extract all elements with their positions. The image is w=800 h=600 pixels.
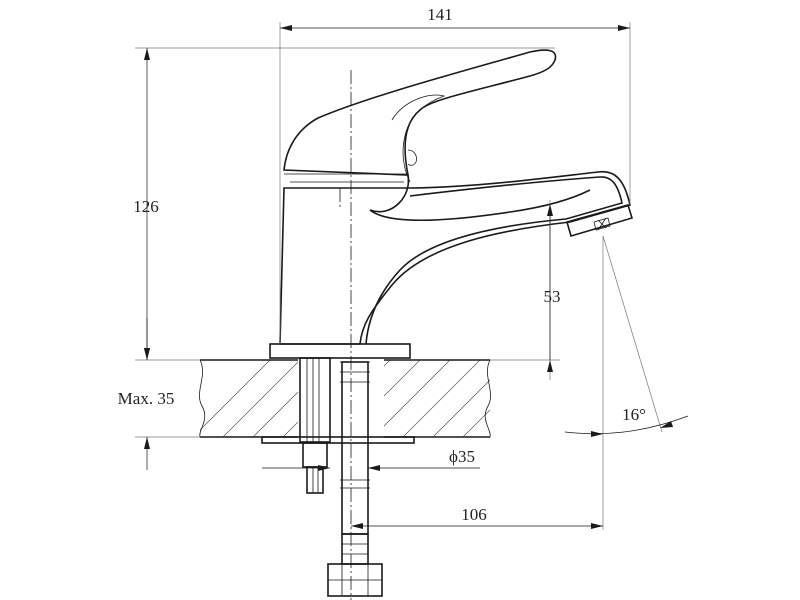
dimension-106: 106	[351, 505, 603, 529]
flexible-hose	[327, 361, 383, 597]
faucet-handle	[283, 49, 591, 221]
countertop-section	[199, 359, 491, 438]
dimension-141-label: 141	[427, 5, 453, 24]
base-flange	[269, 343, 411, 359]
dimension-diameter-35: ϕ35	[262, 447, 480, 471]
dimension-126-label: 126	[133, 197, 159, 216]
mounting-stud	[261, 357, 415, 494]
dimension-106-label: 106	[461, 505, 487, 524]
handle-lever	[369, 174, 591, 221]
extension-lines	[135, 22, 663, 530]
dimension-16-degrees-label: 16°	[622, 405, 646, 424]
dimension-max-35-label: Max. 35	[118, 389, 175, 408]
dimension-53: 53	[544, 204, 561, 372]
countertop-hatching	[200, 360, 490, 437]
dimension-16-degrees: 16°	[564, 405, 689, 437]
dimension-126: 126	[133, 48, 159, 360]
mounting-plate	[261, 436, 415, 444]
faucet-spout	[365, 176, 623, 345]
faucet-body	[269, 170, 634, 359]
aerator	[566, 204, 634, 237]
dimension-53-label: 53	[544, 287, 561, 306]
faucet-column	[279, 170, 631, 345]
dimension-max-35: Max. 35	[118, 318, 175, 470]
dimension-diameter-35-label: ϕ35	[449, 447, 475, 466]
dimension-141: 141	[280, 5, 630, 31]
